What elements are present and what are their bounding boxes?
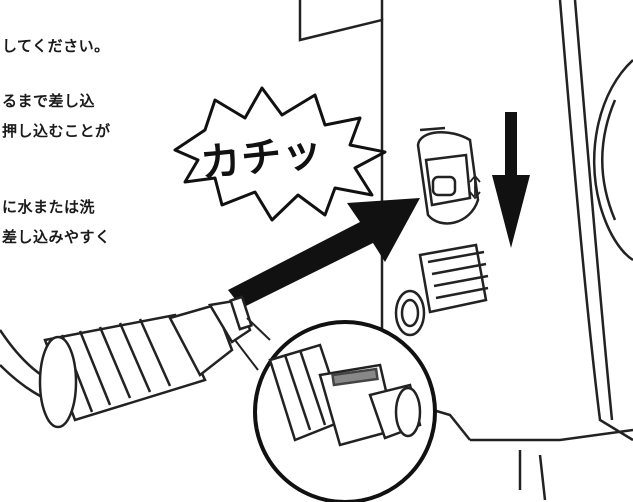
- instruction-line-1: してください。: [2, 37, 110, 55]
- instruction-line-2: るまで差し込: [2, 92, 96, 110]
- instruction-line-3: 押し込むことが: [2, 122, 111, 140]
- rotate-icon: [469, 174, 481, 200]
- upper-connector-socket: [416, 126, 480, 225]
- instruction-line-4: に水または洗: [2, 198, 96, 216]
- click-sound-burst: [173, 86, 387, 222]
- detail-leader: [234, 317, 271, 371]
- lower-faucet-connector: [394, 243, 489, 337]
- arrow-icon: [228, 198, 420, 308]
- arrow-down-icon: [492, 112, 530, 248]
- instruction-line-5: 差し込みやすく: [2, 228, 111, 246]
- magnified-detail: [253, 320, 437, 502]
- hose-quick-connector: [0, 295, 253, 429]
